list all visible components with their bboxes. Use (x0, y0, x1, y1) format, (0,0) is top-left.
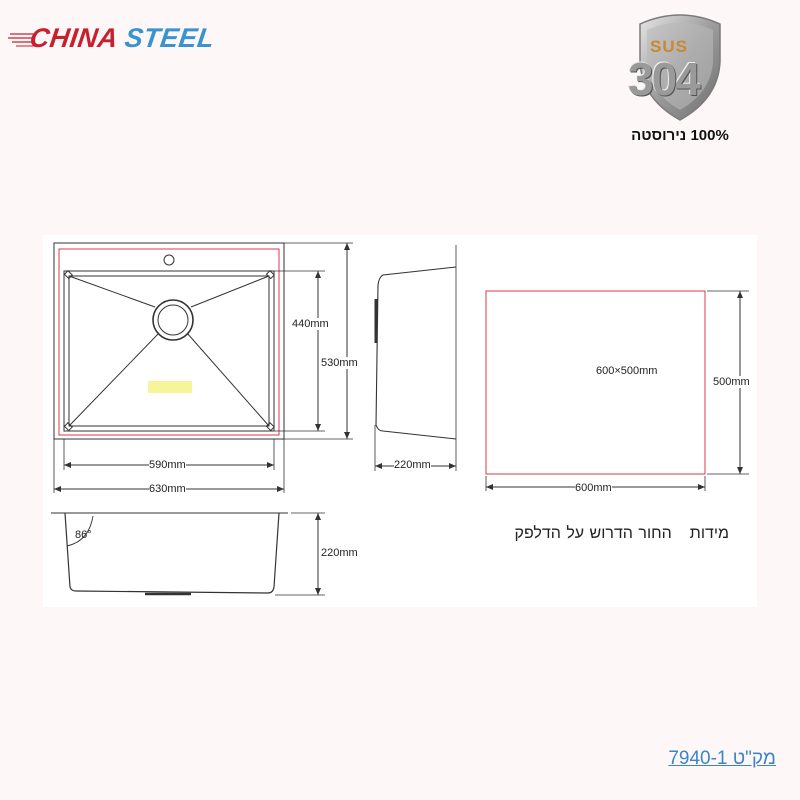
dim-inner-height: 440mm (292, 318, 329, 330)
badge-grade-number: 304 (628, 53, 701, 105)
dim-cutout-height: 500mm (713, 376, 750, 388)
sink-outer-rim (53, 242, 285, 440)
china-steel-logo: CHINA STEEL (8, 20, 217, 56)
badge-caption: 100% נירוסטה (631, 127, 729, 144)
speed-lines-icon (8, 33, 34, 47)
cutout-caption: מידות החור הדרוש על הדלפק (515, 525, 729, 543)
bowl-inner (68, 275, 270, 427)
technical-drawing-panel: 440mm 530mm 590mm 630mm 86° 220mm 220mm … (43, 235, 757, 607)
logo-wordmark: CHINA STEEL (27, 20, 217, 56)
dim-outer-height: 530mm (321, 357, 358, 369)
shield-icon (639, 14, 721, 121)
drain-outer (152, 299, 194, 341)
cutout-rectangle (485, 290, 706, 475)
caption-required-hole: החור הדרוש על הדלפק (514, 525, 672, 542)
drain-inner (157, 304, 189, 336)
tap-hole (163, 254, 175, 266)
highlight-label-box (148, 381, 192, 393)
dim-section-depth: 220mm (321, 547, 358, 559)
dim-side-depth: 220mm (394, 459, 431, 471)
bowl-outline (63, 270, 275, 432)
dim-wall-angle: 86° (75, 529, 92, 541)
logo-word-china: CHINA (27, 23, 120, 53)
caption-dimensions-word: מידות (689, 525, 729, 542)
dim-outer-width: 630mm (149, 483, 186, 495)
badge-grade-prefix: SUS (650, 37, 688, 56)
dim-cutout-width: 600mm (575, 482, 612, 494)
sink-red-outline (58, 248, 280, 436)
logo-word-steel: STEEL (122, 23, 217, 53)
sus304-badge: SUS 304 100% נירוסטה (620, 4, 740, 154)
dim-inner-width: 590mm (149, 459, 186, 471)
side-profile (375, 266, 457, 440)
sink-dimension-drawing (51, 242, 749, 596)
section-bowl (64, 512, 280, 594)
sku-link[interactable]: מק"ט 7940-1 (668, 748, 776, 769)
dim-cutout-size: 600×500mm (596, 365, 658, 377)
